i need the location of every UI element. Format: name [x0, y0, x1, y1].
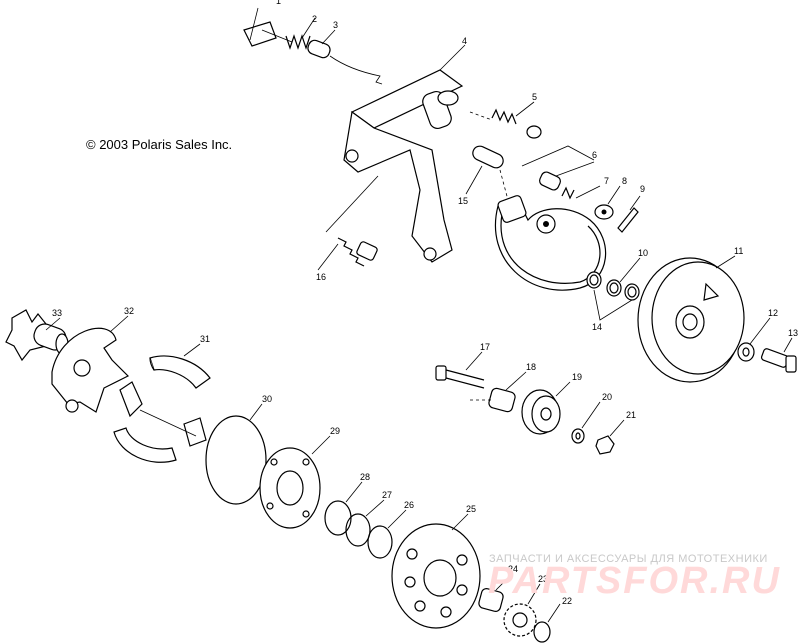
callout-4: 4: [462, 36, 467, 46]
callout-5: 5: [532, 92, 537, 102]
callout-15: 15: [458, 196, 468, 206]
callout-16: 16: [316, 272, 326, 282]
part-4-bracket: [343, 44, 466, 263]
callout-12: 12: [768, 308, 778, 318]
part-12-washer: [737, 317, 771, 362]
part-3-sleeve: [307, 29, 383, 85]
part-27-ring: [345, 499, 385, 547]
callout-19: 19: [572, 372, 582, 382]
part-10-washer: [606, 257, 641, 297]
part-2-spring: [285, 17, 316, 50]
watermark-logo: PARTSFOR.RU: [488, 560, 781, 602]
part-14-washers: [586, 271, 640, 321]
callout-25: 25: [466, 504, 476, 514]
part-17-bolt: [435, 351, 485, 389]
part-31-shoes: [113, 343, 211, 463]
callout-28: 28: [360, 472, 370, 482]
part-28-ring: [324, 481, 363, 536]
callout-1: 1: [276, 0, 281, 6]
part-11-drum: [637, 255, 745, 383]
callout-27: 27: [382, 490, 392, 500]
callout-2: 2: [312, 14, 317, 24]
part-5-spring: [469, 101, 542, 139]
part-24-bushing: [478, 573, 513, 612]
part-19-pulley: [521, 381, 571, 435]
callout-3: 3: [333, 20, 338, 30]
callout-21: 21: [626, 410, 636, 420]
part-8-washer: [594, 185, 621, 220]
part-18-spacer: [470, 371, 527, 413]
callout-23: 23: [538, 574, 548, 584]
callout-18: 18: [526, 362, 536, 372]
copyright-text: © 2003 Polaris Sales Inc.: [86, 137, 233, 152]
part-7-washer: [561, 185, 601, 200]
part-23-sprocket: [503, 583, 541, 637]
callout-32: 32: [124, 306, 134, 316]
part-25-pulley: [391, 513, 481, 629]
callout-29: 29: [330, 426, 340, 436]
part-15-pin: [465, 145, 509, 201]
callout-22: 22: [562, 596, 572, 606]
part-20-washer: [571, 401, 601, 444]
callout-33: 33: [52, 308, 62, 318]
part-9-cotter: [617, 195, 641, 233]
callout-6: 6: [592, 150, 597, 160]
part-16-bolt: [317, 175, 379, 271]
callout-7: 7: [604, 176, 609, 186]
part-29-hub: [259, 435, 331, 529]
part-30-ring: [205, 403, 267, 505]
callout-8: 8: [622, 176, 627, 186]
part-26-ring: [367, 509, 407, 559]
callout-20: 20: [602, 392, 612, 402]
callout-31: 31: [200, 334, 210, 344]
callout-13: 13: [788, 328, 798, 338]
callout-24: 24: [508, 564, 518, 574]
part-22-ring: [533, 603, 561, 643]
callout-9: 9: [640, 184, 645, 194]
watermark-caption: ЗАПЧАСТИ И АКСЕССУАРЫ ДЛЯ МОТОТЕХНИКИ: [489, 553, 768, 565]
callout-26: 26: [404, 500, 414, 510]
callout-labels: 1 2 3 4 5 6 7 8 9 10 11 12 13 14 15 16 1…: [52, 0, 798, 606]
callout-14: 14: [592, 322, 602, 332]
callout-30: 30: [262, 394, 272, 404]
part-33-shaft: [5, 309, 69, 362]
part-21-nut: [595, 419, 625, 455]
callout-11: 11: [734, 246, 743, 256]
part-1-cable: [243, 7, 293, 47]
part-32-plate: [51, 315, 130, 413]
part-6-pin: [521, 145, 595, 191]
part-13-bolt: [760, 337, 797, 373]
part-brake-band: [494, 195, 607, 291]
callout-10: 10: [638, 248, 648, 258]
callout-17: 17: [480, 342, 490, 352]
